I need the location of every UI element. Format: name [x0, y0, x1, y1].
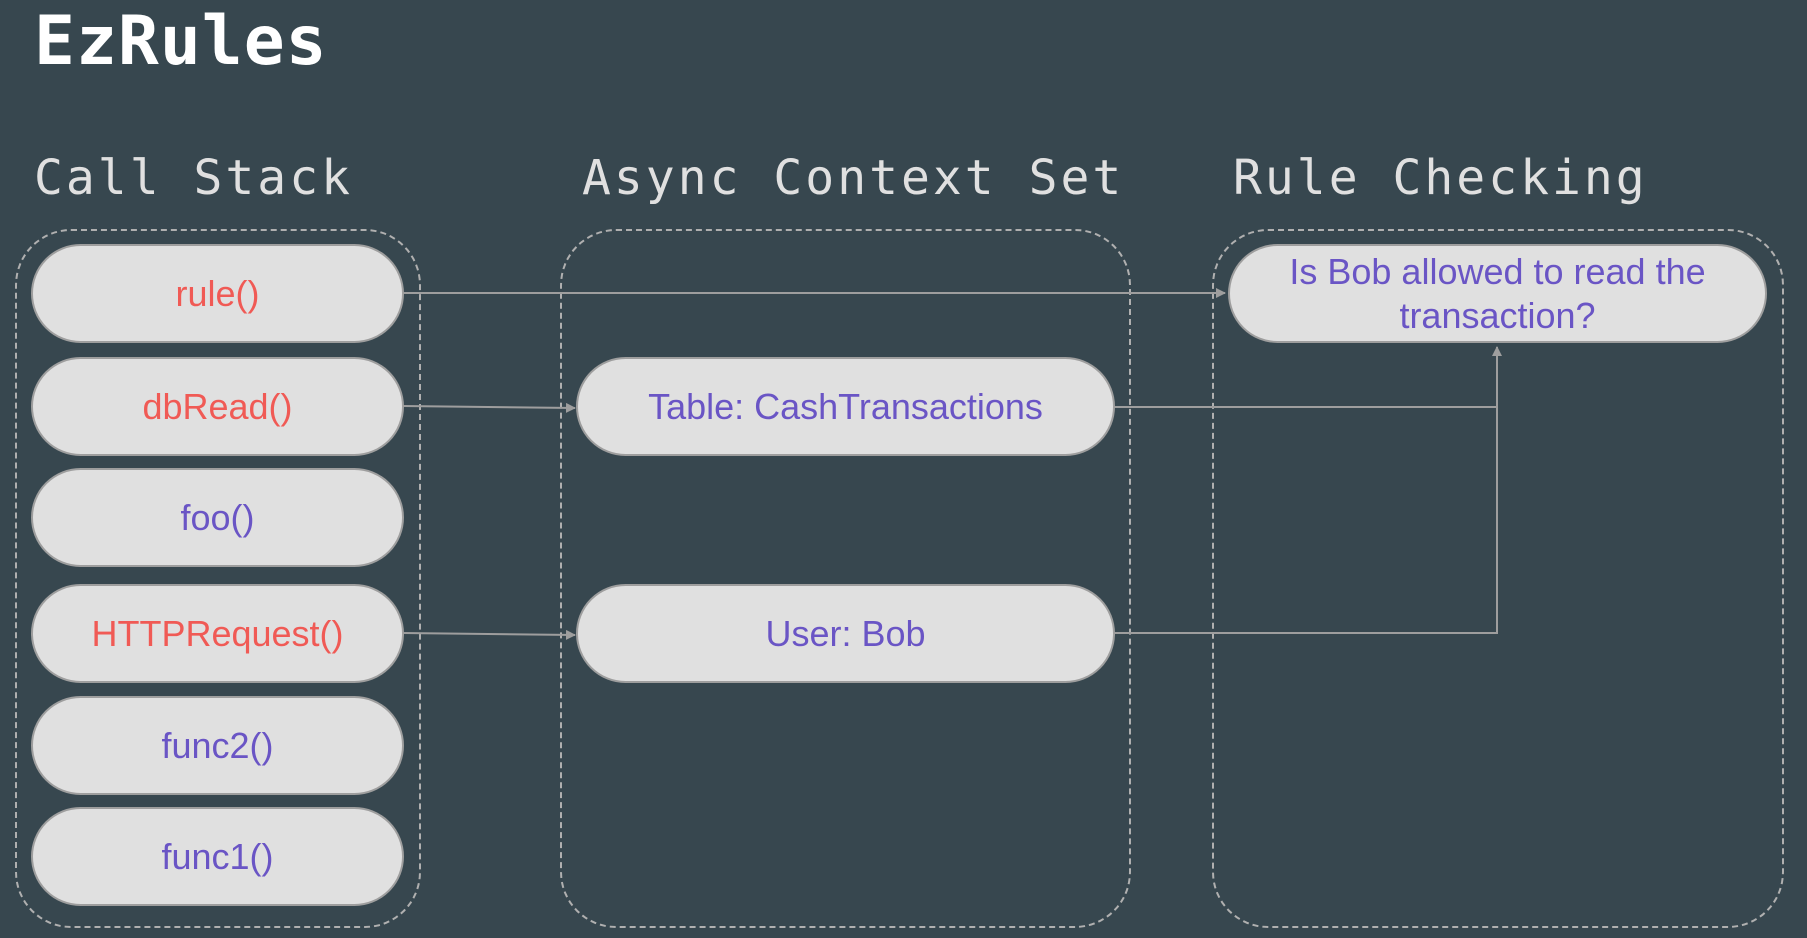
connector-table-to-question — [1114, 346, 1502, 408]
connector-user-to-question — [1114, 407, 1498, 634]
call-stack-item-foo: foo() — [31, 468, 404, 567]
call-stack-item-func1: func1() — [31, 807, 404, 906]
async-context-item-user: User: Bob — [576, 584, 1115, 683]
rule-question-node: Is Bob allowed to read the transaction? — [1228, 244, 1767, 343]
call-stack-item-httprequest: HTTPRequest() — [31, 584, 404, 683]
connector-httprequest-to-user — [402, 629, 576, 640]
call-stack-item-label: func1() — [161, 835, 274, 877]
rule-checking-heading: Rule Checking — [1233, 150, 1648, 206]
call-stack-heading: Call Stack — [34, 150, 353, 206]
rule-checking-group — [1212, 229, 1784, 928]
async-context-item-label: User: Bob — [765, 612, 926, 654]
async-context-item-table: Table: CashTransactions — [576, 357, 1115, 456]
call-stack-item-label: dbRead() — [142, 385, 293, 427]
call-stack-item-label: foo() — [180, 496, 255, 538]
async-context-heading: Async Context Set — [582, 150, 1125, 206]
call-stack-group — [15, 229, 421, 928]
diagram-title: EzRules — [34, 2, 328, 81]
rule-question-label: Is Bob allowed to read the transaction? — [1289, 251, 1706, 336]
call-stack-item-rule: rule() — [31, 244, 404, 343]
connector-dbread-to-table — [402, 402, 576, 413]
async-context-group — [560, 229, 1131, 928]
call-stack-item-label: rule() — [175, 272, 260, 314]
call-stack-item-dbread: dbRead() — [31, 357, 404, 456]
async-context-item-label: Table: CashTransactions — [648, 385, 1043, 427]
call-stack-item-func2: func2() — [31, 696, 404, 795]
call-stack-item-label: HTTPRequest() — [91, 612, 344, 654]
call-stack-item-label: func2() — [161, 724, 274, 766]
